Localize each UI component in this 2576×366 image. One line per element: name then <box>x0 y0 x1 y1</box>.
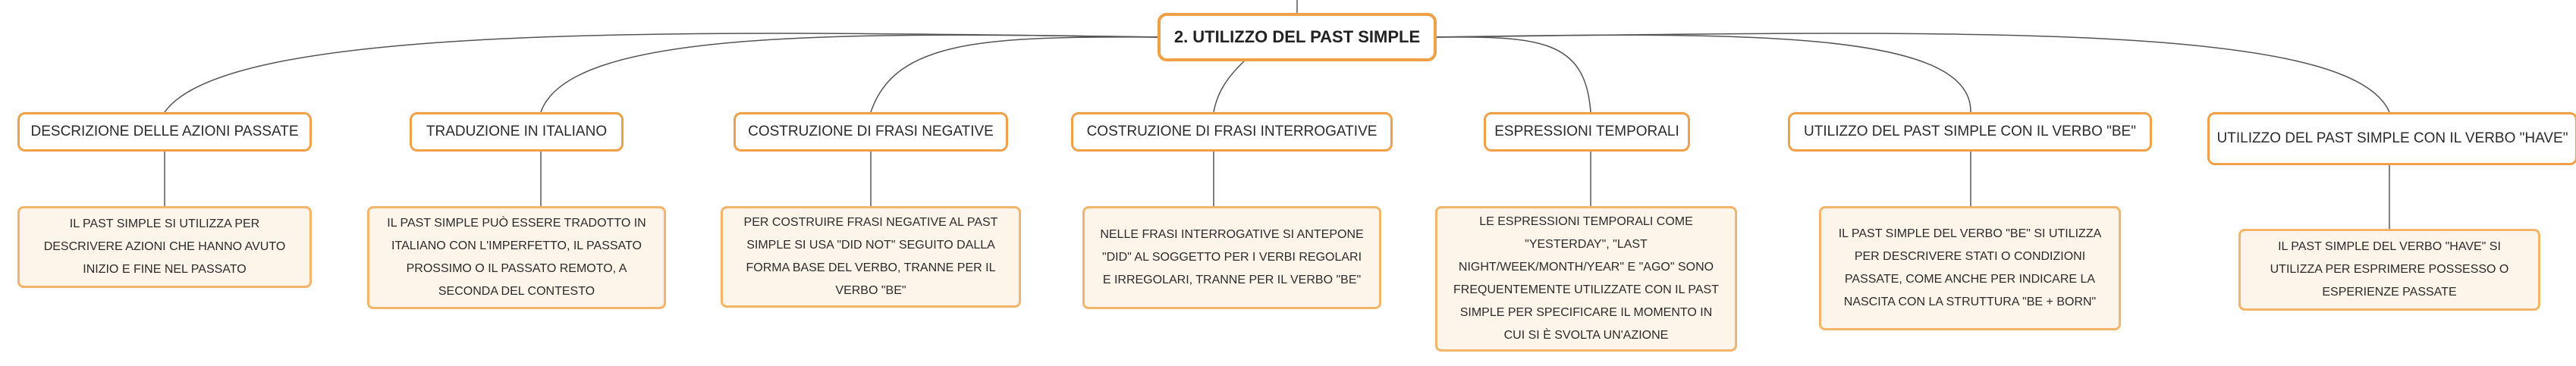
topic-verbo-be[interactable]: UTILIZZO DEL PAST SIMPLE CON IL VERBO "B… <box>1788 112 2152 152</box>
connector-root-to-topic-1 <box>164 33 1158 113</box>
detail-text: NELLE FRASI INTERROGATIVE SI ANTEPONE "D… <box>1100 228 1364 286</box>
connector-root-to-topic-6 <box>1436 34 1971 113</box>
topic-frasi-interrogative[interactable]: COSTRUZIONE DI FRASI INTERROGATIVE <box>1071 112 1393 152</box>
connector-root-to-topic-2 <box>540 34 1158 113</box>
detail-text: LE ESPRESSIONI TEMPORALI COME "YESTERDAY… <box>1453 215 1719 342</box>
connector-root-to-topic-4 <box>1213 61 1245 113</box>
connector-root-to-topic-5 <box>1436 36 1591 113</box>
detail-frasi-interrogative[interactable]: NELLE FRASI INTERROGATIVE SI ANTEPONE "D… <box>1082 206 1381 309</box>
detail-text: IL PAST SIMPLE DEL VERBO "HAVE" SI UTILI… <box>2270 240 2509 299</box>
topic-traduzione[interactable]: TRADUZIONE IN ITALIANO <box>410 112 624 152</box>
topic-verbo-have[interactable]: UTILIZZO DEL PAST SIMPLE CON IL VERBO "H… <box>2207 112 2576 165</box>
detail-traduzione[interactable]: IL PAST SIMPLE PUÒ ESSERE TRADOTTO IN IT… <box>367 206 666 309</box>
detail-verbo-be[interactable]: IL PAST SIMPLE DEL VERBO "BE" SI UTILIZZ… <box>1819 206 2121 330</box>
root-topic[interactable]: 2. UTILIZZO DEL PAST SIMPLE <box>1158 13 1437 61</box>
detail-frasi-negative[interactable]: PER COSTRUIRE FRASI NEGATIVE AL PAST SIM… <box>721 206 1021 308</box>
detail-text: PER COSTRUIRE FRASI NEGATIVE AL PAST SIM… <box>743 216 998 297</box>
topic-frasi-negative[interactable]: COSTRUZIONE DI FRASI NEGATIVE <box>734 112 1008 152</box>
detail-azioni-passate[interactable]: IL PAST SIMPLE SI UTILIZZA PER DESCRIVER… <box>17 206 312 288</box>
detail-text: IL PAST SIMPLE DEL VERBO "BE" SI UTILIZZ… <box>1838 227 2102 308</box>
topic-azioni-passate[interactable]: DESCRIZIONE DELLE AZIONI PASSATE <box>17 112 312 152</box>
connector-root-to-topic-7 <box>1436 33 2390 113</box>
connector-root-to-topic-3 <box>870 36 1158 113</box>
detail-verbo-have[interactable]: IL PAST SIMPLE DEL VERBO "HAVE" SI UTILI… <box>2238 229 2540 311</box>
detail-espressioni-temporali[interactable]: LE ESPRESSIONI TEMPORALI COME "YESTERDAY… <box>1435 206 1737 352</box>
detail-text: IL PAST SIMPLE PUÒ ESSERE TRADOTTO IN IT… <box>387 217 646 298</box>
detail-text: IL PAST SIMPLE SI UTILIZZA PER DESCRIVER… <box>43 217 286 276</box>
topic-espressioni-temporali[interactable]: ESPRESSIONI TEMPORALI <box>1484 112 1690 152</box>
